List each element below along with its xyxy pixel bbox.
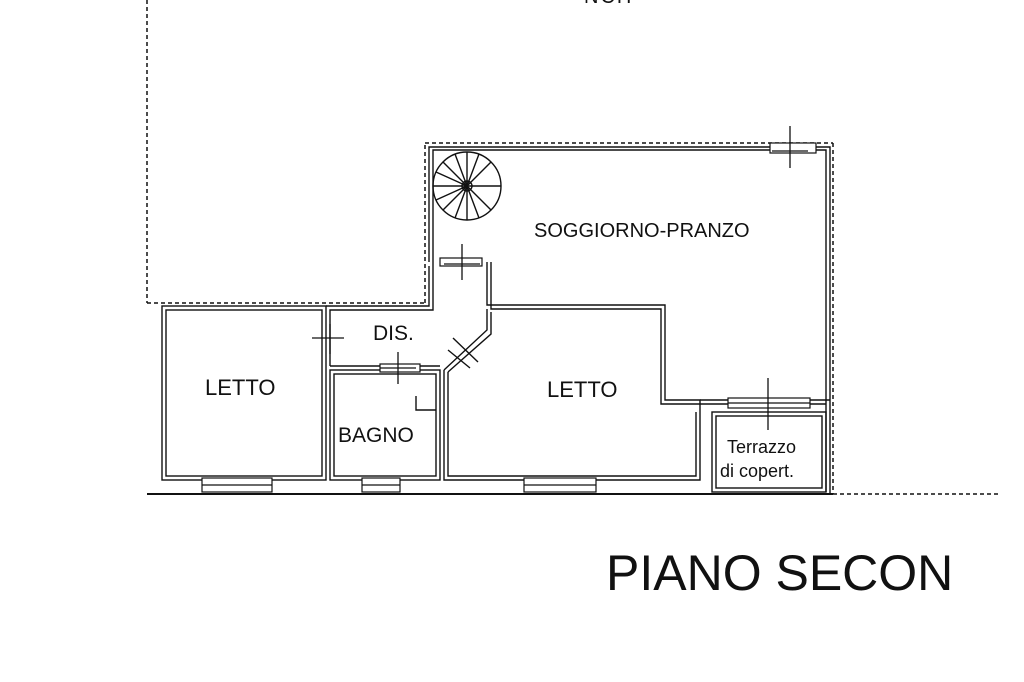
spiral-staircase-icon (432, 151, 502, 221)
dis-door (443, 309, 492, 373)
room-label-letto-right: LETTO (547, 377, 618, 402)
room-label-soggiorno: SOGGIORNO-PRANZO (534, 220, 750, 242)
walls (161, 146, 831, 494)
floor-title: PIANO SECON (606, 545, 953, 601)
room-label-terrazzo-2: di copert. (720, 461, 794, 481)
top-cut-label: NCH (584, 0, 633, 8)
room-label-dis: DIS. (373, 322, 414, 345)
property-boundary (146, 0, 1000, 495)
room-label-letto-left: LETTO (205, 375, 276, 400)
room-label-terrazzo-1: Terrazzo (727, 437, 796, 457)
section-markers (312, 126, 808, 430)
room-label-bagno: BAGNO (338, 424, 414, 447)
windows (201, 142, 817, 493)
